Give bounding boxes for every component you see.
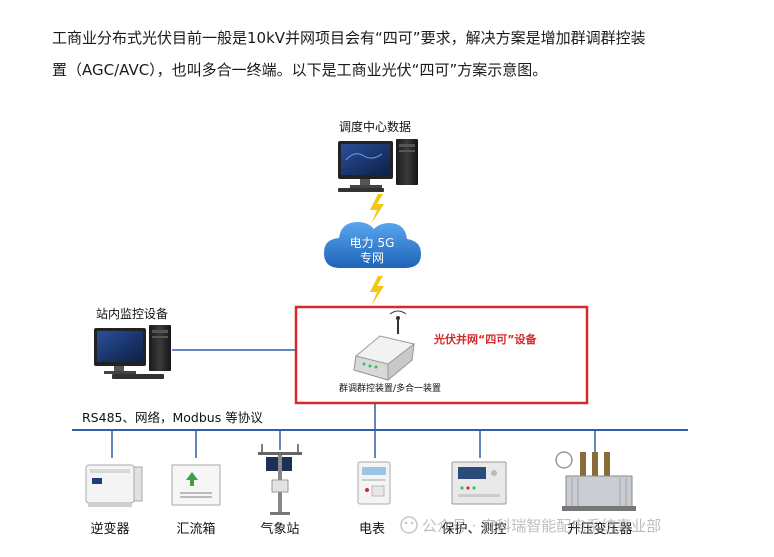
step-up-transformer-icon [555, 451, 636, 511]
device-label-transformer: 升压变压器 [567, 521, 632, 537]
dispatch-center-label: 调度中心数据 [339, 119, 411, 134]
four-controllable-device-box [294, 305, 589, 405]
device-label-inverter: 逆变器 [90, 521, 129, 537]
aggregator-device-icon [353, 310, 415, 382]
lightning-icon-upper [370, 194, 384, 224]
device-caption-label: 群调群控装置/多合一装置 [339, 382, 441, 394]
device-label-meter: 电表 [359, 522, 385, 537]
wechat-watermark: 公众号 · 安科瑞智能配电系统事业部 [400, 516, 661, 535]
device-label-protection: 保护、测控 [441, 522, 506, 537]
combiner-box-icon [171, 464, 221, 506]
cloud-label-line1: 电力 5G [350, 236, 395, 250]
device-title-label: 光伏并网“四可”设备 [433, 332, 537, 346]
weather-station-icon [258, 444, 302, 515]
protection-relay-icon [451, 461, 507, 505]
device-label-weather: 气象站 [260, 521, 299, 537]
bus-drop-lines [111, 430, 596, 458]
protocol-bus-label: RS485、网络，Modbus 等协议 [82, 410, 263, 425]
cloud-label-line2: 专网 [360, 250, 384, 265]
intro-line-1: 工商业分布式光伏目前一般是10kV并网项目会有“四可”要求，解决方案是增加群调群… [52, 29, 646, 47]
device-label-combiner: 汇流箱 [176, 521, 215, 537]
intro-line-2: 置（AGC/AVC），也叫多合一终端。以下是工商业光伏“四可”方案示意图。 [52, 61, 548, 79]
station-monitor-computer-icon [94, 325, 171, 379]
inverter-icon [85, 464, 143, 507]
intro-paragraph: 工商业分布式光伏目前一般是10kV并网项目会有“四可”要求，解决方案是增加群调群… [52, 22, 752, 86]
station-monitor-label: 站内监控设备 [96, 307, 168, 321]
electric-meter-icon [357, 461, 391, 505]
power-5g-cloud-icon [324, 222, 421, 268]
lightning-icon-lower [370, 276, 384, 306]
watermark-text: 公众号 · 安科瑞智能配电系统事业部 [422, 517, 661, 535]
dispatch-computer-icon [338, 139, 418, 192]
